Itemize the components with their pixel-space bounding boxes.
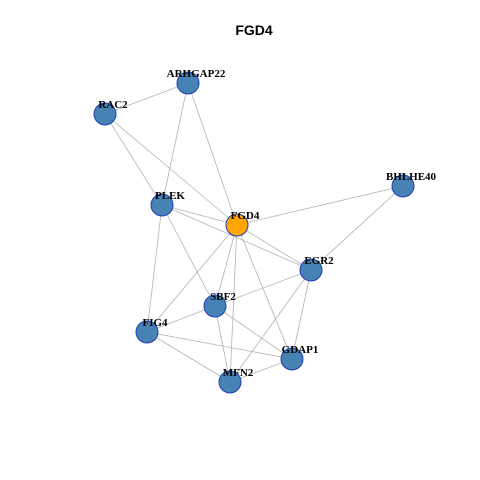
edge-egr2-gdap1 <box>291 269 312 360</box>
node-fig4[interactable]: FIG4 <box>135 317 168 344</box>
node-label-bhlhe40: BHLHE40 <box>386 171 437 183</box>
edge-fig4-gdap1 <box>146 331 293 360</box>
node-plek[interactable]: PLEK <box>150 190 185 217</box>
edge-plek-fig4 <box>146 204 163 333</box>
node-fgd4[interactable]: FGD4 <box>225 210 260 237</box>
edge-plek-sbf2 <box>161 204 216 307</box>
node-label-fgd4: FGD4 <box>231 210 260 222</box>
diagram-title: FGD4 <box>235 22 273 38</box>
node-gdap1[interactable]: GDAP1 <box>280 344 319 371</box>
edge-plek-fgd4 <box>161 204 238 226</box>
node-circle-fig4[interactable] <box>135 320 159 344</box>
node-circle-rac2[interactable] <box>93 102 117 126</box>
edge-fgd4-fig4 <box>146 224 238 333</box>
edge-layer <box>104 82 404 383</box>
edge-sbf2-mfn2 <box>214 305 231 383</box>
edge-rac2-plek <box>104 113 163 206</box>
node-label-arhgap22: ARHGAP22 <box>167 68 226 80</box>
edge-sbf2-gdap1 <box>214 305 293 360</box>
node-label-mfn2: MFN2 <box>223 367 254 379</box>
node-label-gdap1: GDAP1 <box>282 344 319 356</box>
node-sbf2[interactable]: SBF2 <box>203 291 236 318</box>
edge-fgd4-gdap1 <box>236 224 293 360</box>
edge-fgd4-sbf2 <box>214 224 238 307</box>
edge-arhgap22-fgd4 <box>187 82 238 226</box>
node-label-fig4: FIG4 <box>142 317 168 329</box>
node-circle-sbf2[interactable] <box>203 294 227 318</box>
node-label-egr2: EGR2 <box>304 255 334 267</box>
node-rac2[interactable]: RAC2 <box>93 99 128 126</box>
node-bhlhe40[interactable]: BHLHE40 <box>386 171 437 198</box>
node-egr2[interactable]: EGR2 <box>299 255 334 282</box>
node-circle-gdap1[interactable] <box>280 347 304 371</box>
edge-rac2-fgd4 <box>104 113 238 226</box>
edge-fgd4-bhlhe40 <box>236 185 404 226</box>
node-arhgap22[interactable]: ARHGAP22 <box>167 68 226 95</box>
edge-sbf2-fig4 <box>146 305 216 333</box>
node-circle-bhlhe40[interactable] <box>391 174 415 198</box>
edge-fgd4-egr2 <box>236 224 312 271</box>
edge-egr2-sbf2 <box>214 269 312 307</box>
node-circle-arhgap22[interactable] <box>176 71 200 95</box>
node-mfn2[interactable]: MFN2 <box>218 367 254 394</box>
edge-rac2-arhgap22 <box>104 82 189 115</box>
node-label-plek: PLEK <box>155 190 185 202</box>
edge-bhlhe40-egr2 <box>310 185 404 271</box>
edge-arhgap22-plek <box>161 82 189 206</box>
node-circle-egr2[interactable] <box>299 258 323 282</box>
node-circle-mfn2[interactable] <box>218 370 242 394</box>
edge-fgd4-mfn2 <box>229 224 238 383</box>
edge-fig4-mfn2 <box>146 331 231 383</box>
node-circle-plek[interactable] <box>150 193 174 217</box>
node-label-rac2: RAC2 <box>98 99 128 111</box>
edge-egr2-mfn2 <box>229 269 312 383</box>
node-label-sbf2: SBF2 <box>210 291 236 303</box>
node-circle-fgd4[interactable] <box>225 213 249 237</box>
